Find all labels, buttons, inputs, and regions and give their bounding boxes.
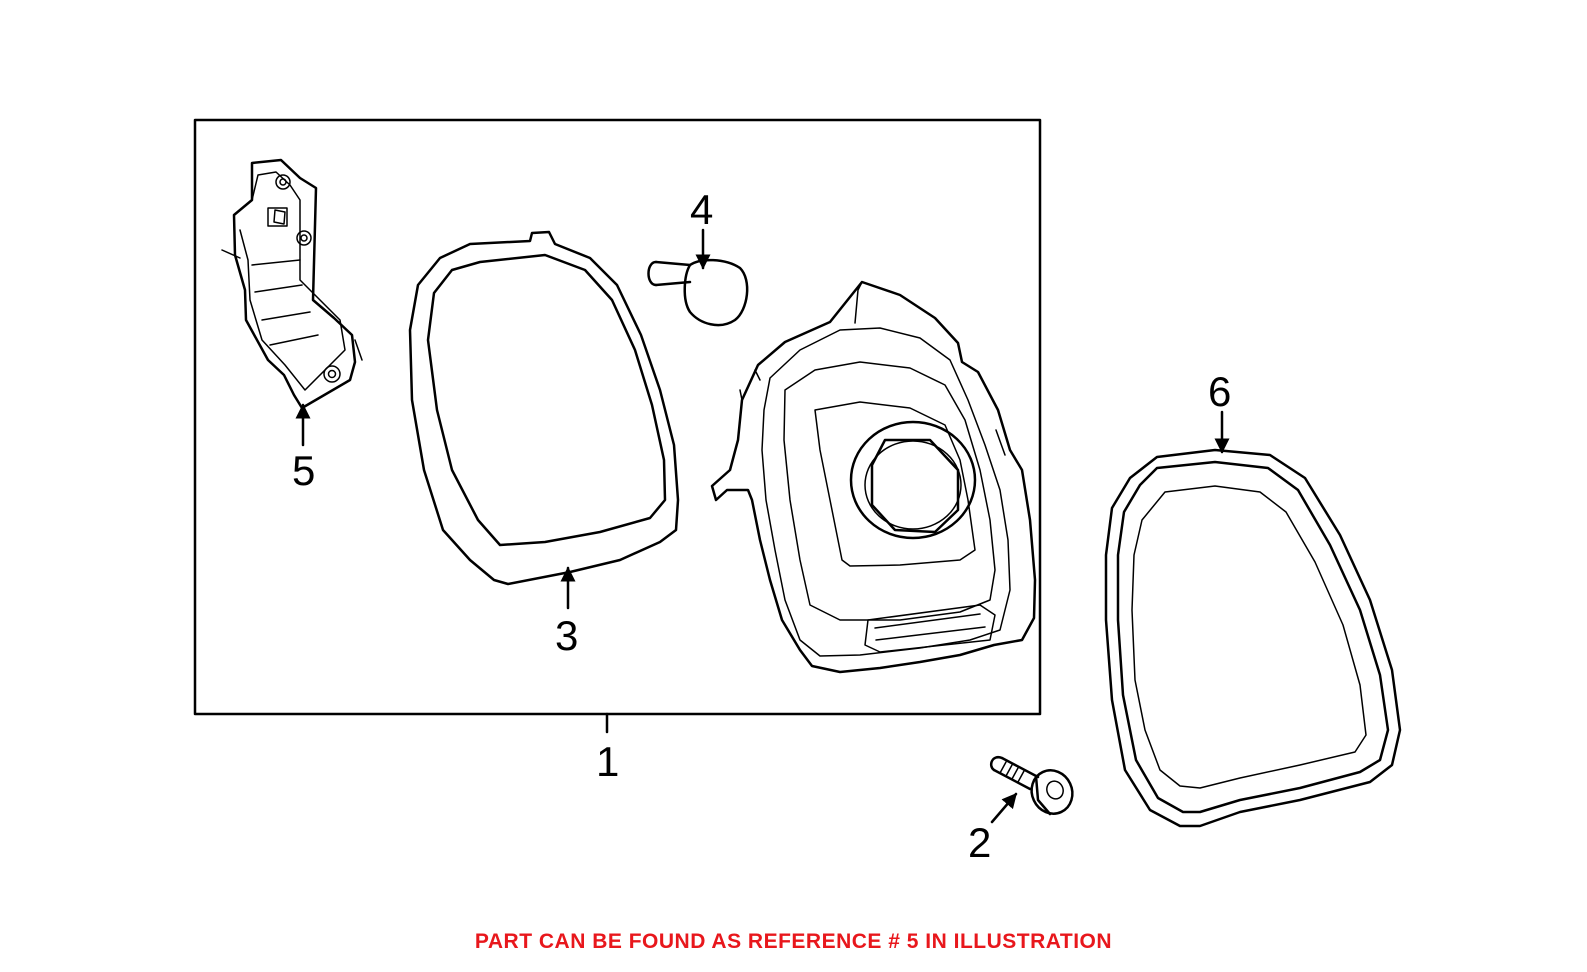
callout-1: 1 (596, 738, 619, 785)
part-3-gasket (408, 230, 680, 586)
part-6-gasket (1104, 448, 1402, 828)
callout-5: 5 (292, 447, 315, 494)
callout-4: 4 (690, 186, 713, 233)
callout-6: 6 (1208, 368, 1231, 415)
callout-3: 3 (555, 612, 578, 659)
reference-notice: PART CAN BE FOUND AS REFERENCE # 5 IN IL… (474, 930, 1113, 953)
assembly-frame (193, 118, 1042, 716)
callout-2-arrow (990, 792, 1018, 824)
part-4-bulb (647, 258, 749, 327)
callout-2: 2 (968, 819, 991, 866)
tail-lamp-housing (710, 280, 1037, 674)
part-5-bracket (221, 158, 363, 410)
part-2-screw (990, 755, 1074, 816)
